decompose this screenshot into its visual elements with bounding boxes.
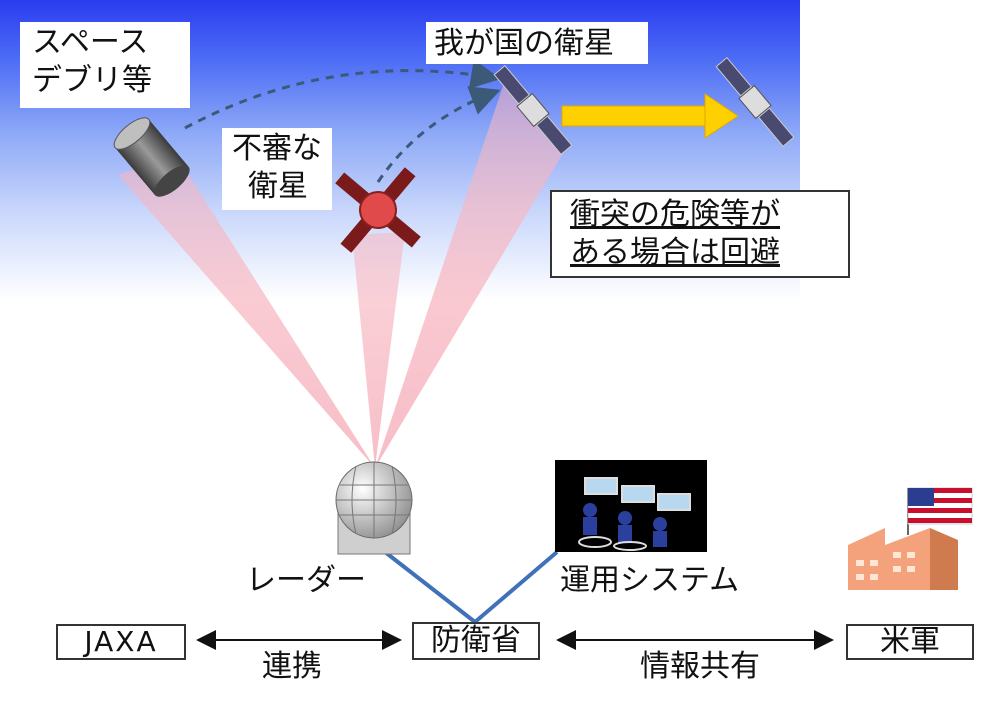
radar-beam-suspicious (352, 232, 405, 468)
us-military-box: 米軍 (846, 624, 974, 660)
debris-trajectory-arrow (184, 59, 501, 130)
debris-cylinder-icon (113, 117, 190, 197)
ops-system-label: 運用システム (560, 563, 740, 598)
debris-label-line1: スペース (32, 25, 149, 60)
avoidance-move-arrow (561, 93, 739, 139)
radar-beam-debris (118, 155, 375, 468)
own-satellite-label: 我が国の衛星 (434, 26, 614, 61)
suspicious-satellite-icon (335, 167, 421, 253)
own-satellite-label-box: 我が国の衛星 (426, 22, 648, 64)
satellite-avoided-icon (715, 56, 795, 148)
avoid-label-box: 衝突の危険等が ある場合は回避 (550, 190, 850, 278)
suspicious-label-line1: 不審な (232, 131, 322, 166)
cooperation-label: 連携 (262, 649, 322, 684)
satellite-icon (493, 64, 573, 156)
jaxa-label: JAXA (84, 625, 158, 658)
debris-label-line2: デブリ等 (32, 63, 152, 98)
debris-label-box: スペース デブリ等 (20, 22, 190, 108)
suspicious-label-box: 不審な 衛星 (222, 128, 332, 210)
info-sharing-label: 情報共有 (640, 649, 760, 684)
mod-box: 防衛省 (412, 622, 540, 660)
avoid-label-line1: 衝突の危険等が (570, 197, 780, 232)
radar-dome-icon (335, 461, 413, 555)
radar-link-line (383, 550, 477, 624)
us-military-label: 米軍 (880, 624, 940, 659)
operators-console-icon (555, 460, 707, 552)
radar-beam-satellite (375, 80, 565, 468)
us-flag-building-icon (848, 487, 973, 590)
jaxa-box: JAXA (56, 624, 186, 660)
suspicious-label-line2: 衛星 (248, 169, 308, 204)
suspicious-trajectory-arrow (376, 86, 501, 183)
avoid-label-line2: ある場合は回避 (570, 235, 780, 270)
ops-link-line (473, 550, 559, 624)
mod-label: 防衛省 (431, 623, 521, 658)
radar-label: レーダー (246, 563, 366, 598)
